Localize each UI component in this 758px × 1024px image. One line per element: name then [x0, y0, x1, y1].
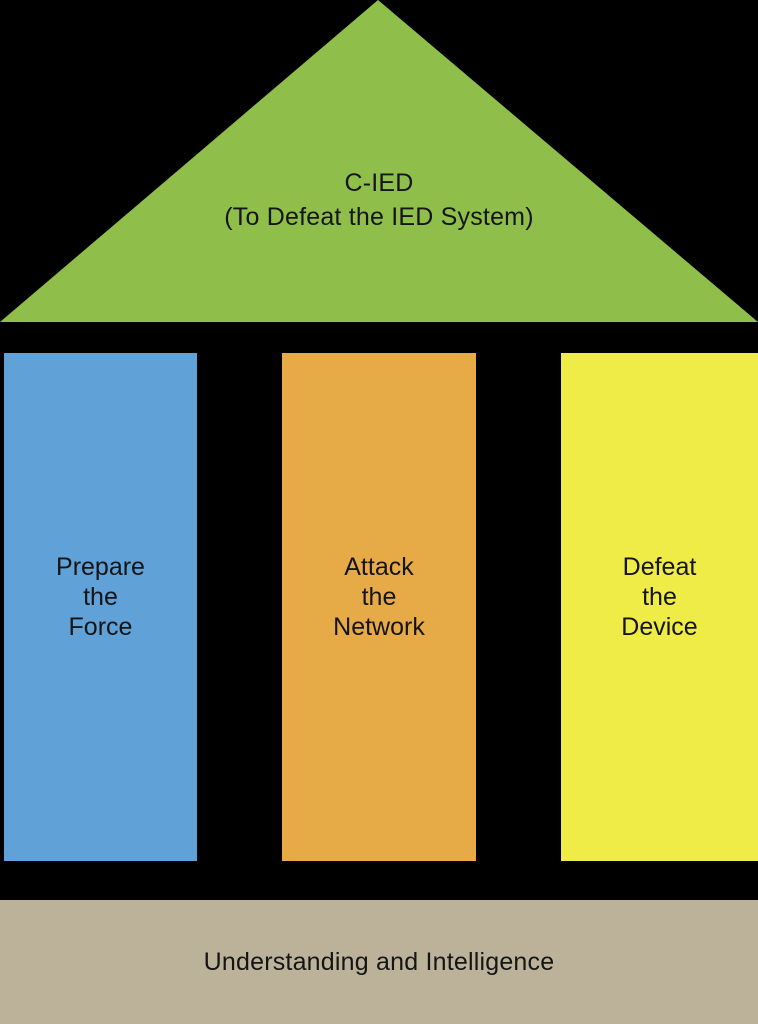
- pillar-label-prepare-the-force: Prepare the Force: [56, 552, 145, 642]
- pillar-label-line: Device: [621, 613, 698, 641]
- roof-label: C-IED (To Defeat the IED System): [0, 166, 758, 234]
- pillar-prepare-the-force: Prepare the Force: [4, 353, 197, 861]
- pillar-label-line: Attack: [344, 553, 414, 581]
- pillar-label-attack-the-network: Attack the Network: [333, 552, 425, 642]
- foundation-label: Understanding and Intelligence: [203, 947, 555, 976]
- pillar-label-line: the: [83, 583, 118, 611]
- foundation-bar: Understanding and Intelligence: [0, 900, 758, 1024]
- roof-title: C-IED: [344, 169, 414, 197]
- pillar-label-line: Force: [68, 613, 133, 641]
- pillar-label-line: Prepare: [56, 553, 145, 581]
- pillar-label-line: the: [642, 583, 677, 611]
- pillar-label-defeat-the-device: Defeat the Device: [621, 552, 697, 642]
- pillar-label-line: Defeat: [622, 553, 697, 581]
- roof-triangle: C-IED (To Defeat the IED System): [0, 0, 758, 322]
- pillar-label-line: Network: [333, 613, 425, 641]
- pillar-label-line: the: [361, 583, 397, 611]
- pillar-defeat-the-device: Defeat the Device: [561, 353, 758, 861]
- roof-subtitle: (To Defeat the IED System): [224, 203, 534, 231]
- pillar-attack-the-network: Attack the Network: [282, 353, 476, 861]
